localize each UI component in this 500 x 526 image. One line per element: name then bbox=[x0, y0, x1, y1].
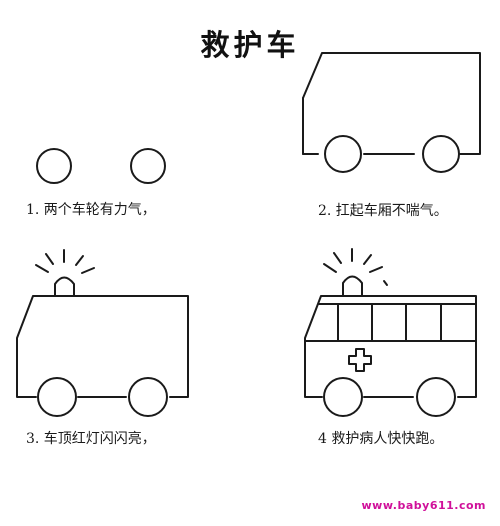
light-ray bbox=[383, 280, 388, 286]
cross-icon bbox=[348, 348, 372, 372]
vehicle-body bbox=[16, 295, 189, 398]
light-ray bbox=[81, 267, 95, 274]
wheel-right bbox=[128, 377, 168, 417]
siren-light bbox=[54, 276, 75, 297]
light-ray bbox=[333, 252, 342, 264]
light-ray bbox=[363, 254, 372, 265]
step-4-ambulance bbox=[304, 248, 477, 417]
step-2-body bbox=[302, 52, 481, 173]
light-ray bbox=[45, 253, 54, 265]
wheel-left bbox=[37, 377, 77, 417]
step-4-caption: 4 救护病人快快跑。 bbox=[318, 431, 444, 447]
light-ray bbox=[75, 255, 84, 266]
page-title: 救护车 bbox=[200, 28, 300, 62]
site-url: www.baby611.com bbox=[361, 499, 486, 512]
step-3-caption: 3. 车顶红灯闪闪亮， bbox=[26, 431, 156, 447]
light-ray bbox=[369, 266, 383, 273]
step-3-roof-light bbox=[16, 249, 189, 417]
wheel-right bbox=[130, 148, 166, 184]
step-1-caption: 1. 两个车轮有力气， bbox=[26, 202, 156, 218]
wheel-left bbox=[36, 148, 72, 184]
light-ray bbox=[323, 263, 337, 273]
wheel-right bbox=[422, 135, 460, 173]
light-ray bbox=[35, 264, 49, 273]
vehicle-body bbox=[304, 295, 477, 398]
wheel-left bbox=[324, 135, 362, 173]
vehicle-body bbox=[302, 52, 481, 155]
wheel-right bbox=[416, 377, 456, 417]
step-1-wheels bbox=[36, 148, 166, 184]
siren-light bbox=[342, 275, 363, 297]
step-2-caption: 2. 扛起车厢不喘气。 bbox=[318, 203, 448, 219]
wheel-left bbox=[323, 377, 363, 417]
